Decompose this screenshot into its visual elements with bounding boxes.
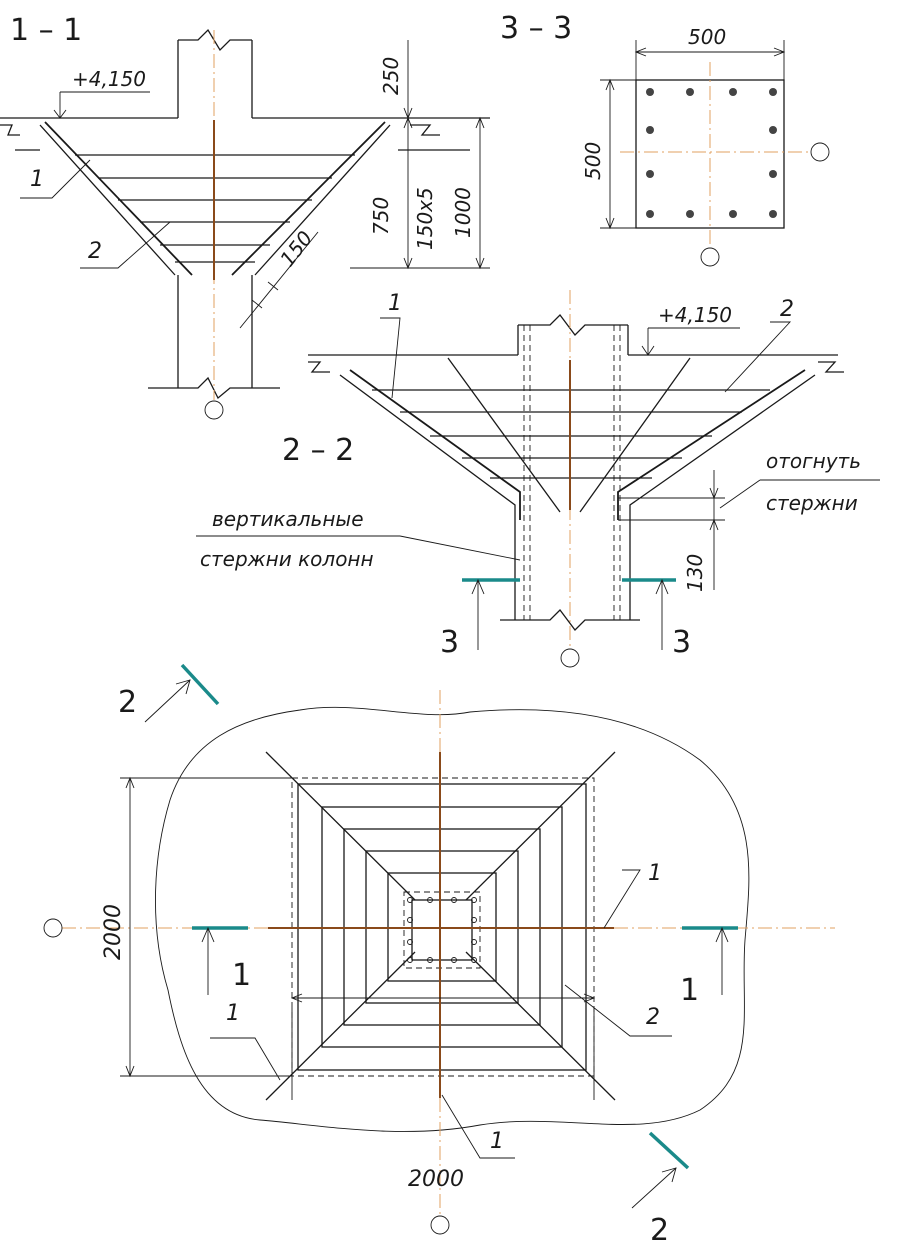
elevation-label-2: +4,150	[658, 303, 732, 327]
cut-1-label-a: 1	[232, 958, 251, 993]
pos-1-label-c: 1	[648, 861, 662, 886]
cut-2-label-a: 2	[118, 685, 137, 720]
dim-750: 750	[369, 197, 393, 235]
section-title-3-3: 3 – 3	[500, 11, 572, 46]
pos-1-label-a: 1	[30, 167, 44, 192]
dim-150: 150	[275, 226, 317, 271]
dim-1000: 1000	[451, 187, 475, 238]
pos-2-label-c: 2	[646, 1005, 660, 1030]
bend-note-line2: стержни	[766, 491, 858, 515]
column-bars-3-3	[646, 88, 777, 218]
dim-150x5: 150x5	[413, 187, 437, 250]
dim-2000-horizontal: 2000	[408, 1167, 464, 1192]
section-title-1-1: 1 – 1	[10, 13, 82, 48]
cut-1-label-b: 1	[680, 973, 699, 1008]
dim-130: 130	[683, 554, 707, 592]
plan-column-bars	[407, 897, 477, 963]
pos-1-label-d: 1	[226, 1001, 240, 1026]
section-1-1: 1 – 1 +4,150	[0, 13, 490, 420]
plan-view: 2000 2000 1 1 2 1 1 1 2 2	[43, 663, 835, 1248]
column-bars-note-line1: вертикальные	[212, 507, 364, 531]
section-2-2: 2 – 2 +4,150	[196, 290, 880, 668]
section-3-3: 3 – 3 500 500	[500, 11, 830, 267]
elevation-label-1: +4,150	[72, 67, 146, 91]
column-bars-note-line2: стержни колонн	[200, 547, 374, 571]
cut-3-label-a: 3	[440, 625, 459, 660]
pos-2-label-a: 2	[88, 239, 102, 264]
dim-2000-vertical: 2000	[101, 904, 126, 960]
dim-250: 250	[379, 57, 403, 95]
pos-1-label-b: 1	[388, 291, 402, 316]
pos-1-label-e: 1	[490, 1129, 504, 1154]
section-title-2-2: 2 – 2	[282, 433, 354, 468]
dim-500-horizontal: 500	[688, 25, 726, 49]
pos-2-label-b: 2	[780, 297, 794, 322]
bend-note-line1: отогнуть	[766, 449, 861, 473]
dim-500-vertical: 500	[581, 142, 605, 180]
cut-3-label-b: 3	[672, 625, 691, 660]
cut-2-label-b: 2	[650, 1213, 669, 1248]
